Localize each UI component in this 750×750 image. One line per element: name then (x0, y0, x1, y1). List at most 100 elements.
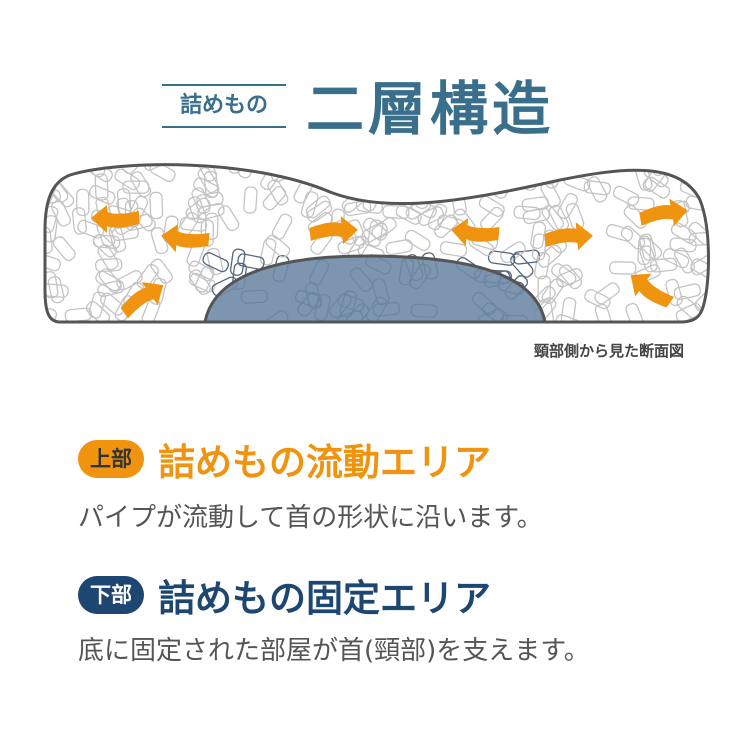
pipe-icon (359, 164, 380, 184)
pipe-icon (605, 224, 634, 242)
pipe-icon (361, 164, 386, 182)
pipe-icon (88, 184, 116, 205)
pipe-icon (695, 164, 709, 170)
pipe-icon (541, 278, 564, 305)
pipe-icon (149, 191, 164, 220)
pipe-icon (555, 314, 583, 322)
pipe-icon (669, 237, 697, 253)
pipe-icon (665, 164, 688, 174)
pipe-icon (609, 261, 637, 275)
pipe-icon (197, 167, 219, 194)
pipe-icon (92, 234, 121, 250)
pipe-icon (352, 164, 380, 181)
pipe-icon (45, 308, 58, 322)
pipe-icon (694, 287, 709, 312)
pipe-icon (97, 280, 125, 298)
pipe-icon (45, 283, 69, 298)
pipe-icon (300, 191, 319, 219)
pipe-icon (673, 283, 702, 301)
pipe-icon (45, 271, 59, 299)
pipe-icon (189, 272, 216, 293)
pipe-icon (510, 253, 534, 278)
pipe-icon (229, 248, 246, 276)
flow-arrow-icon (161, 224, 210, 253)
pillow-cross-section-diagram (43, 163, 710, 324)
pipe-icon (238, 164, 257, 179)
pipe-icon (52, 236, 76, 262)
pipe-icon (95, 270, 122, 292)
pipe-icon (367, 219, 384, 247)
pipe-icon (77, 219, 105, 239)
pipe-icon (404, 229, 431, 252)
pipe-icon (191, 187, 211, 215)
flow-arrow-icon (120, 281, 164, 319)
pipe-icon (76, 188, 90, 217)
flow-arrow-icon (309, 216, 358, 245)
pipe-icon (130, 171, 152, 198)
pipe-icon (513, 205, 541, 221)
lower-area-heading-row: 下部 詰めもの固定エリア (78, 568, 491, 622)
pipe-icon (47, 276, 65, 304)
pipe-icon (594, 303, 613, 322)
pipe-icon (330, 167, 359, 183)
pipe-icon (673, 247, 696, 274)
pipe-icon (643, 164, 669, 188)
pipe-icon (337, 235, 365, 255)
pipe-icon (45, 215, 58, 243)
pipe-icon (487, 250, 516, 266)
pipe-icon (237, 253, 265, 270)
pipe-icon (644, 176, 671, 199)
pipe-icon (586, 176, 608, 203)
pipe-icon (305, 195, 331, 219)
pipe-icon (45, 253, 62, 272)
pipe-icon (541, 205, 565, 231)
pipe-icon (121, 164, 146, 175)
inner-fixed-chamber (203, 254, 547, 324)
pipe-icon (203, 170, 219, 199)
pipe-icon (143, 164, 170, 171)
pipe-icon (99, 292, 125, 316)
flow-arrow-icon (544, 222, 593, 251)
flow-arrow-icon (91, 205, 139, 233)
pipe-icon (243, 186, 258, 214)
pipe-icon (433, 214, 459, 239)
pipe-icon (670, 222, 697, 244)
pipe-icon (136, 263, 159, 290)
pipe-icon (259, 238, 277, 266)
pipe-icon (395, 204, 422, 225)
pipe-icon (271, 213, 293, 240)
pipe-icon (371, 217, 397, 240)
pipe-icon (637, 237, 652, 266)
flow-arrow-icon (451, 218, 500, 247)
pipe-icon (361, 221, 388, 243)
pipe-icon (98, 268, 122, 294)
pipe-icon (114, 168, 141, 191)
pipe-icon (500, 241, 526, 264)
pipe-icon (375, 164, 394, 187)
pipe-icon (594, 282, 620, 305)
pipe-icon (625, 302, 645, 322)
pipe-icon (466, 170, 492, 195)
pipe-icon (324, 167, 353, 182)
pipe-icon (202, 252, 229, 273)
pipe-icon (649, 257, 678, 273)
pipe-icon (688, 231, 709, 247)
pipe-icon (417, 206, 444, 227)
flow-arrow-icon (639, 198, 688, 227)
pipe-icon (620, 225, 646, 250)
pipe-icon (91, 164, 107, 178)
pipe-icon (536, 164, 558, 178)
diagram-caption: 頸部側から見た断面図 (533, 342, 684, 360)
pipe-icon (206, 247, 224, 276)
upper-badge: 上部 (78, 440, 144, 478)
pipe-icon (382, 204, 410, 220)
pipe-icon (306, 200, 333, 223)
pipe-icon (225, 164, 242, 174)
pipe-icon (150, 258, 173, 284)
pipe-icon (450, 164, 469, 188)
lower-heading: 詰めもの固定エリア (158, 577, 491, 620)
pipe-icon (556, 267, 583, 288)
pipe-icon (345, 172, 360, 200)
pipe-icon (583, 180, 612, 196)
pipe-icon (194, 265, 215, 293)
